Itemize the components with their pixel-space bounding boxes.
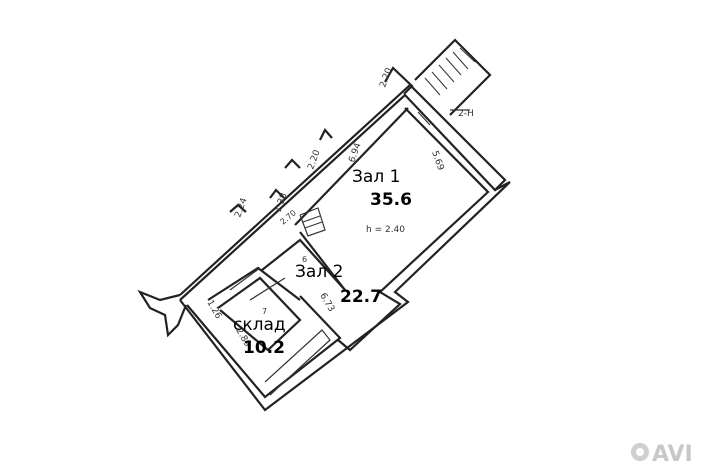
dim-d6: 2.24	[233, 197, 249, 220]
room-area-zal-2: 22.7	[340, 287, 382, 307]
dim-d1: 2.20	[378, 67, 394, 90]
room-area-zal-1: 35.6	[370, 190, 412, 210]
staircase-top	[414, 38, 492, 126]
wall-stubs	[137, 66, 414, 338]
watermark: AVI	[631, 442, 693, 467]
dim-d8: 6.73	[317, 292, 336, 314]
staircase-small	[299, 207, 326, 237]
dimension-labels: 2.20 5.69 6.94 2.20 1.38 2.24 2.70 6.73 …	[204, 67, 473, 350]
stair-label: 2-Н	[458, 109, 474, 119]
room-area-sklad: 10.2	[243, 338, 285, 358]
dim-d2: 5.69	[429, 150, 445, 173]
height-note: h = 2.40	[366, 225, 405, 235]
room-labels: Зал 1 35.6 Зал 2 22.7 склад 10.2	[233, 167, 412, 358]
outer-walls	[179, 83, 511, 412]
room-label-zal-1: Зал 1	[352, 167, 400, 187]
dim-d9: 1.26	[204, 299, 223, 322]
dim-d12: 7	[262, 307, 267, 316]
room-label-zal-2: Зал 2	[295, 262, 343, 282]
watermark-text: AVI	[652, 442, 693, 467]
room-label-sklad: склад	[233, 315, 286, 335]
dim-d11: 6	[302, 255, 307, 264]
